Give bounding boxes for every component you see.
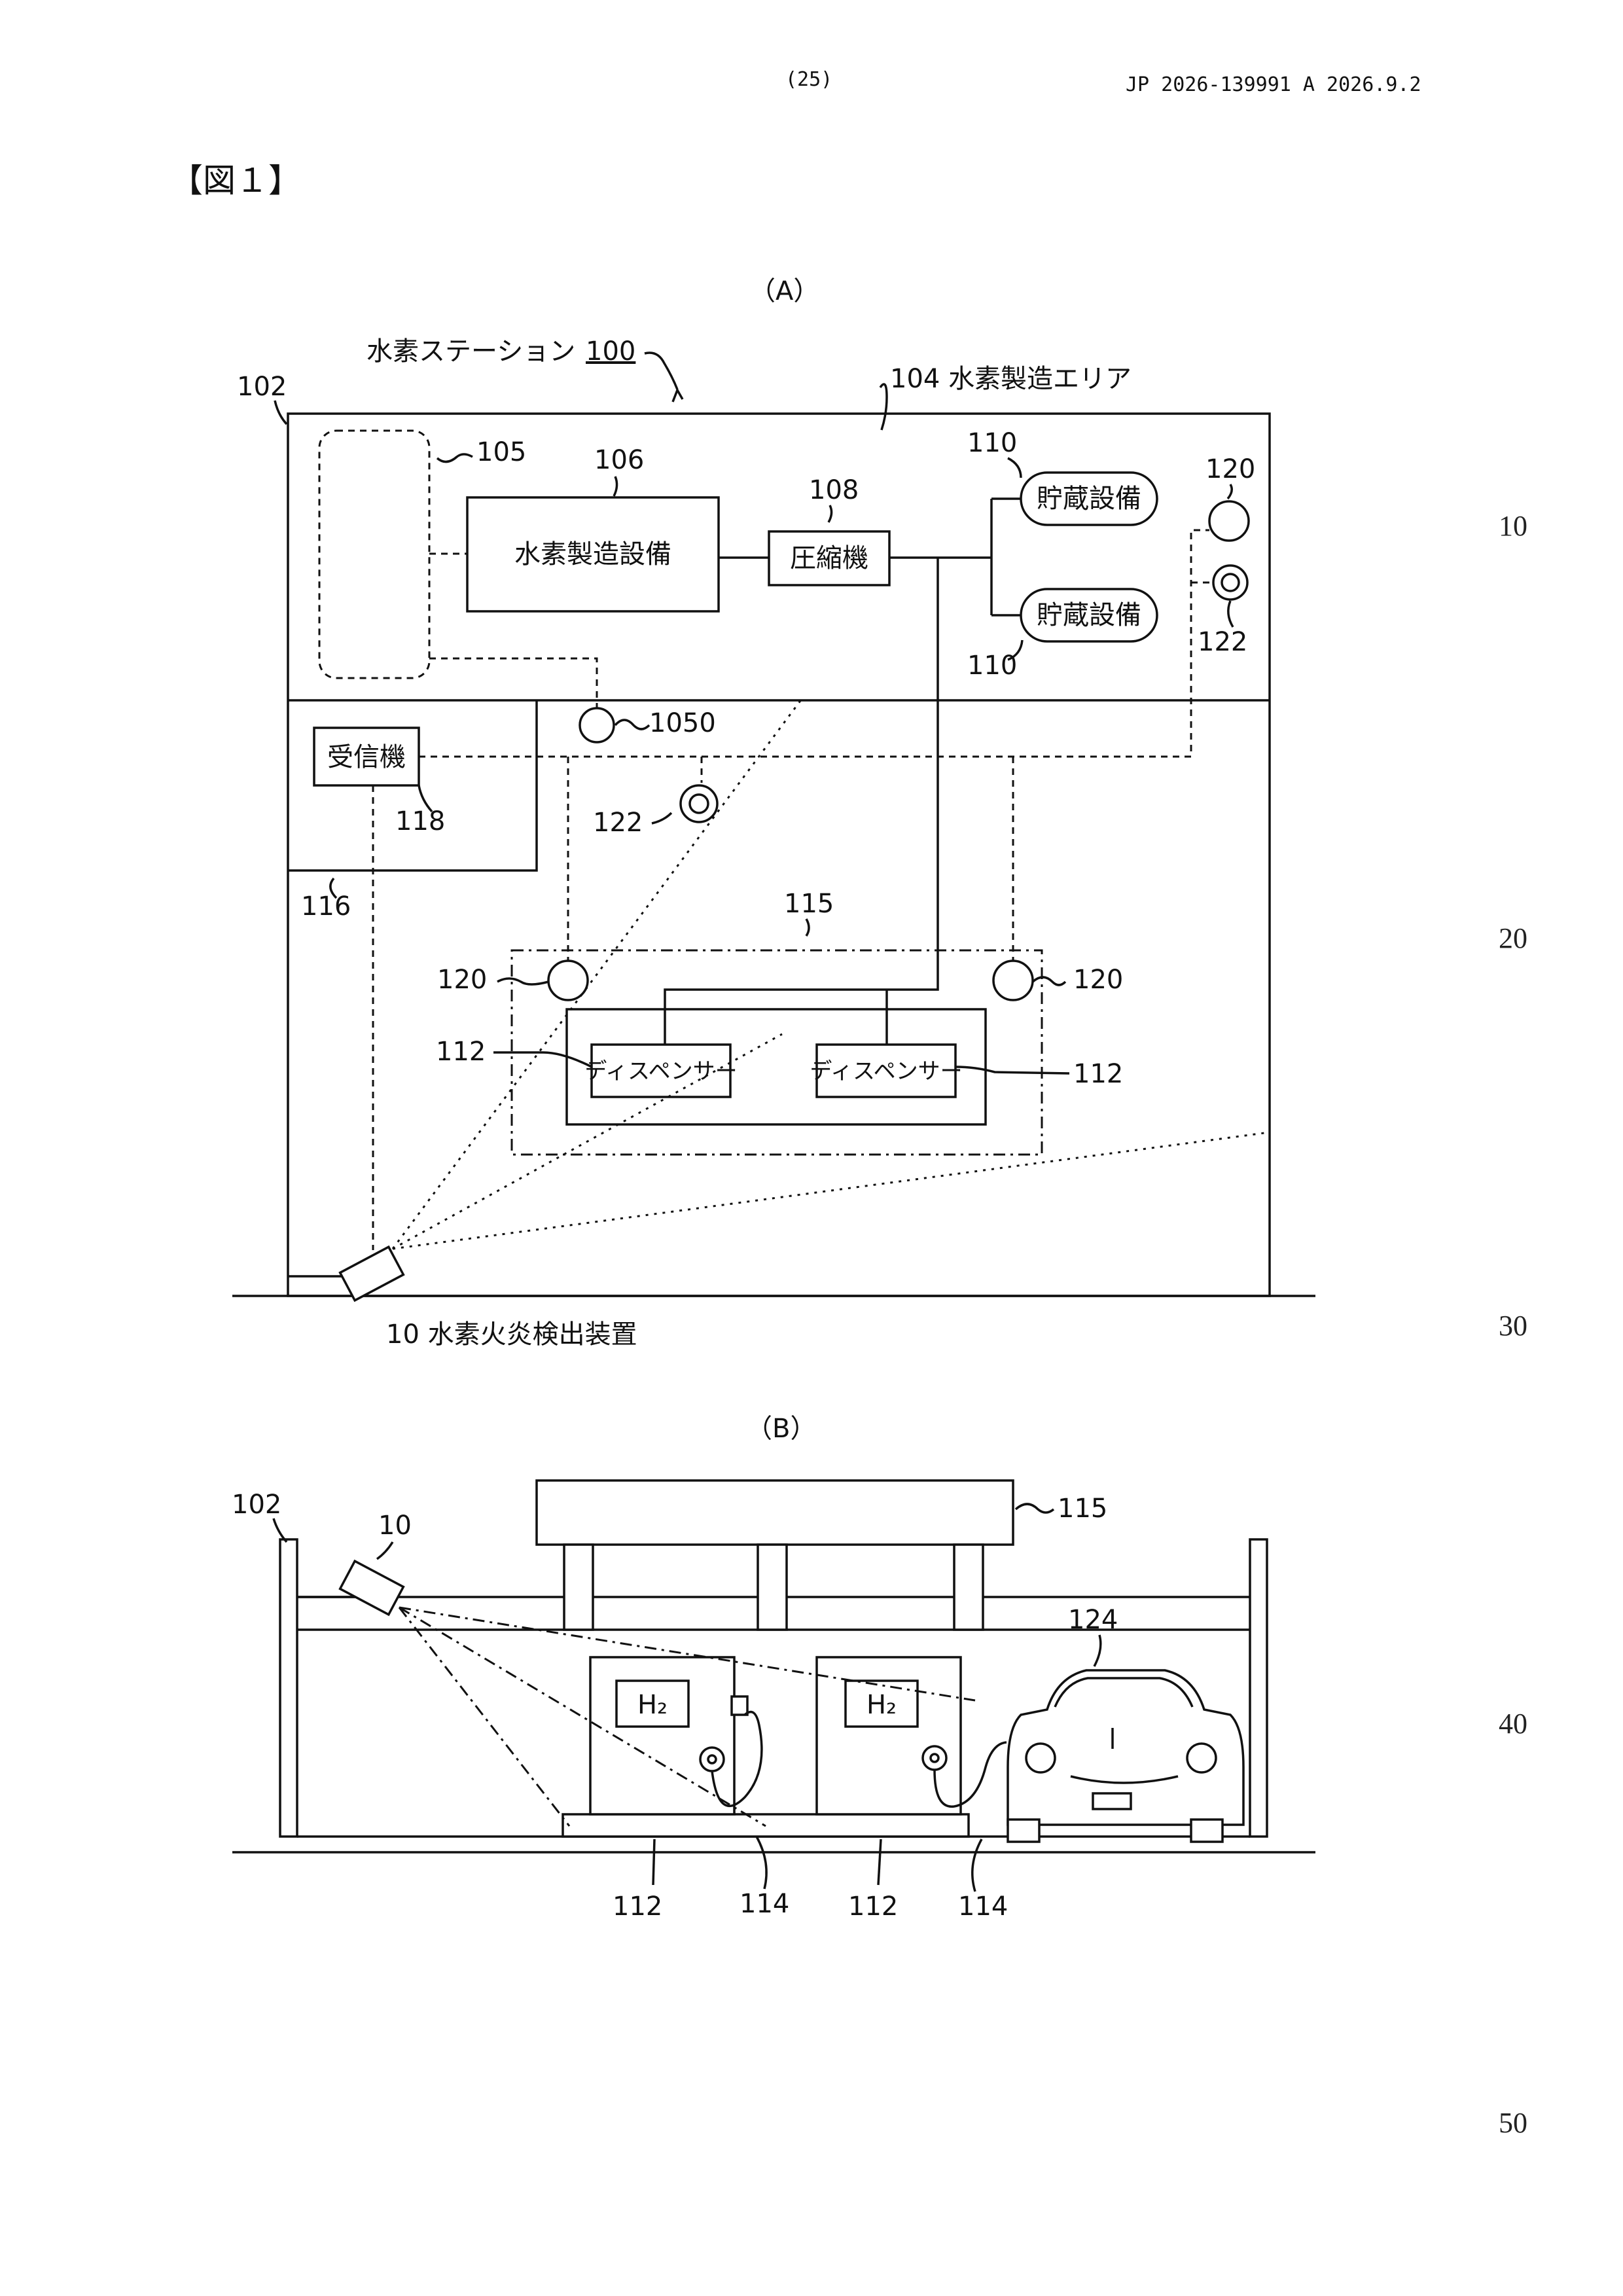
gas-sensor-122-top-inner	[1222, 574, 1239, 591]
ref-110-bottom: 110	[967, 651, 1017, 681]
nozzle-holder-1	[732, 1696, 747, 1715]
ref-120-left: 120	[437, 965, 487, 995]
block-105	[319, 431, 429, 678]
ref-108-leader	[829, 505, 832, 522]
ref-120-top-leader	[1228, 484, 1232, 499]
sensor-1050	[580, 708, 614, 742]
ref-122-mid-leader	[652, 813, 671, 823]
ref-108: 108	[809, 475, 859, 505]
car-headlight-right	[1187, 1744, 1216, 1772]
storage-label-1: 貯蔵設備	[1037, 484, 1141, 514]
canopy-pillar-3	[954, 1545, 983, 1630]
ref-112-b-b-leader	[878, 1839, 881, 1885]
area-leader	[880, 384, 887, 430]
ref-120-right: 120	[1073, 965, 1123, 995]
flame-detector-a	[340, 1247, 404, 1300]
wall-left	[280, 1539, 297, 1837]
canopy-roof	[537, 1480, 1013, 1545]
ref-115-a-leader	[806, 919, 809, 936]
ref-105-leader	[437, 454, 473, 462]
ref-106-leader	[614, 476, 617, 496]
ref-115-b-leader	[1016, 1504, 1054, 1513]
ref-116: 116	[301, 891, 351, 922]
ref-112-b-a-leader	[653, 1839, 654, 1885]
station-leader	[645, 353, 677, 389]
ref-122-top: 122	[1198, 627, 1247, 657]
panel-a-title: （A）	[749, 276, 819, 306]
ref-114-b-b: 114	[958, 1892, 1008, 1922]
car-headlight-left	[1026, 1744, 1055, 1772]
ref-122-mid: 122	[593, 808, 643, 838]
station-label: 水素ステーション	[366, 336, 575, 367]
ref-112-left: 112	[436, 1037, 486, 1067]
flame-sensor-120-right	[993, 961, 1033, 1000]
ref-120-top: 120	[1205, 454, 1255, 484]
ref-122-top-leader	[1228, 601, 1233, 627]
view-line-3	[393, 1132, 1270, 1249]
ref-102-leader	[275, 401, 287, 424]
ref-110-top: 110	[967, 428, 1017, 458]
ref-114-b-a-leader	[757, 1837, 766, 1889]
car-wheel-left	[1008, 1820, 1039, 1842]
dispenser-label-2: ディスペンサー	[810, 1058, 962, 1085]
ref-120-left-leader	[497, 978, 548, 984]
ref-112-b-b: 112	[848, 1892, 898, 1922]
station-arrow	[673, 390, 683, 402]
h2-label-1: H₂	[637, 1690, 668, 1720]
h2-label-2: H₂	[866, 1690, 897, 1720]
receiver-label: 受信機	[327, 742, 406, 772]
ref-115-a: 115	[784, 889, 834, 919]
nozzle-1-inner	[708, 1755, 716, 1763]
panel-a: （A） 水素ステーション 100 102 104 水素製造エリア 105 106…	[232, 276, 1315, 1350]
ref-105: 105	[476, 437, 526, 467]
ref-10-b: 10	[378, 1511, 412, 1541]
ref-1050: 1050	[649, 708, 716, 738]
car-license-plate	[1093, 1793, 1131, 1809]
ref-106: 106	[594, 445, 644, 475]
view-line-b-3	[399, 1607, 569, 1826]
ref-102: 102	[237, 372, 287, 402]
ref-124: 124	[1068, 1605, 1118, 1635]
ref-114-b-a: 114	[740, 1889, 789, 1919]
panel-b: （B） 102 10 115 H₂	[232, 1414, 1315, 1922]
detector-caption: 10 水素火炎検出装置	[386, 1319, 637, 1350]
car-wheel-right	[1191, 1820, 1222, 1842]
equip-label: 水素製造設備	[514, 539, 671, 569]
ref-120-right-leader	[1033, 977, 1065, 985]
ref-115-b: 115	[1058, 1494, 1107, 1524]
ref-112-b-a: 112	[613, 1892, 662, 1922]
station-ref: 100	[586, 336, 635, 367]
ref-114-b-b-leader	[972, 1839, 982, 1892]
storage-label-2: 貯蔵設備	[1037, 600, 1141, 630]
ref-102-b: 102	[232, 1490, 281, 1520]
flame-sensor-120-top	[1209, 501, 1249, 541]
compressor-label: 圧縮機	[790, 543, 868, 573]
ref-124-leader	[1094, 1635, 1101, 1666]
flame-detector-b	[340, 1561, 404, 1615]
gas-sensor-122-mid-inner	[690, 795, 708, 813]
ref-118: 118	[395, 806, 445, 836]
panel-b-title: （B）	[746, 1414, 816, 1444]
vehicle-124	[1008, 1670, 1243, 1842]
ref-112-right: 112	[1073, 1059, 1123, 1089]
ref-110-top-leader	[1008, 458, 1021, 478]
nozzle-2-inner	[931, 1754, 938, 1762]
area-label: 104 水素製造エリア	[890, 364, 1132, 394]
canopy-pillar-2	[758, 1545, 787, 1630]
ref-1050-leader	[615, 720, 649, 729]
canopy-pillar-1	[564, 1545, 593, 1630]
ref-10-b-leader	[377, 1542, 393, 1559]
wall-right	[1250, 1539, 1267, 1837]
